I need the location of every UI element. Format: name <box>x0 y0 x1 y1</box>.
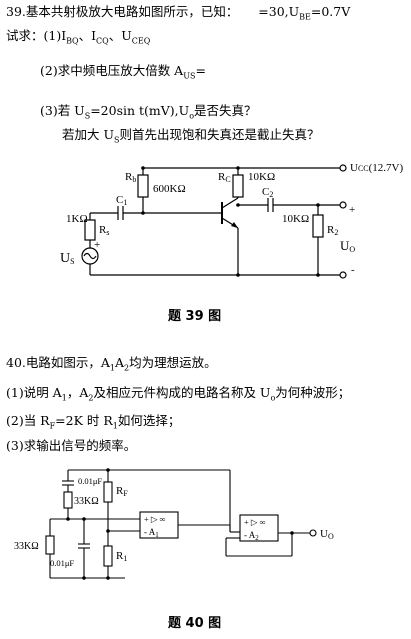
rb-label: Rb <box>125 171 136 184</box>
c-top-label: 0.01μF <box>78 476 102 486</box>
vcc-terminal <box>339 164 347 172</box>
out-minus-terminal <box>339 271 347 279</box>
opamp-a2-box <box>239 514 279 542</box>
caption-40: 题 40 图 <box>168 616 222 631</box>
caption-39: 题 39 图 <box>168 309 222 324</box>
out-plus-terminal <box>339 201 347 209</box>
ucc-label: UCC(12.7V) <box>350 162 403 174</box>
q39-line3: (2)求中频电压放大倍数 AUS= <box>40 63 206 81</box>
q40-line2: (1)说明 A1，A2及相应元件构成的电路名称及 Uo为何种波形； <box>6 385 351 403</box>
c1-label: C1 <box>116 194 127 207</box>
q40-line3: (2)当 RF=2K 时 R1如何选择； <box>6 413 181 431</box>
c2-label: C2 <box>262 186 273 199</box>
out-minus: - <box>351 264 355 276</box>
r2-label: R2 <box>327 224 338 237</box>
q39-line2: 试求：(1)IBQ、ICQ、UCEQ <box>6 28 151 46</box>
r-top-label: 33KΩ <box>74 496 99 507</box>
q39-line1: 39.基本共射极放大电路如图所示，已知： =30,UBE=0.7V <box>6 4 351 22</box>
q40-line4: (3)求输出信号的频率。 <box>6 438 137 453</box>
a1-bot-label: - A1 <box>144 527 159 539</box>
q40-line1: 40.电路如图示，A1A2均为理想运放。 <box>6 355 217 373</box>
a2-top-label: + ▷ ∞ <box>244 517 266 527</box>
c-bot-label: 0.01μF <box>50 558 74 568</box>
rs-value: 1KΩ <box>66 213 88 225</box>
out-plus: + <box>349 204 355 216</box>
rc-label: RC <box>218 171 231 184</box>
circuit-39: Rb 600KΩ RC 10KΩ UCC(12.7V) C1 C2 1KΩ Rs… <box>60 162 403 279</box>
rf-resistor <box>103 481 113 503</box>
uo-label-40: UO <box>320 528 334 541</box>
transistor-collector <box>221 197 239 209</box>
q39-line5: 若加大 US则首先出现饱和失真还是截止失真？ <box>62 127 320 145</box>
r1-resistor <box>103 545 113 567</box>
rs-label: Rs <box>99 224 109 237</box>
rc-value: 10KΩ <box>248 171 275 183</box>
r-left-resistor <box>45 535 55 555</box>
rb-value: 600KΩ <box>153 183 186 195</box>
uo-label: UO <box>340 238 355 254</box>
uo-terminal <box>309 529 317 537</box>
us-plus: + <box>94 239 100 251</box>
rf-label: RF <box>116 485 128 498</box>
a2-bot-label: - A2 <box>244 530 259 542</box>
a1-top-label: + ▷ ∞ <box>144 514 166 524</box>
emitter-arrow <box>231 222 238 228</box>
r1-label: R1 <box>116 550 127 563</box>
q39-line4: (3)若 US=20sin t(mV),Uo是否失真？ <box>40 103 257 121</box>
r-top-resistor <box>63 491 73 509</box>
us-label: US <box>60 251 75 266</box>
r2-value: 10KΩ <box>282 213 309 225</box>
r-left-label: 33KΩ <box>14 541 39 552</box>
